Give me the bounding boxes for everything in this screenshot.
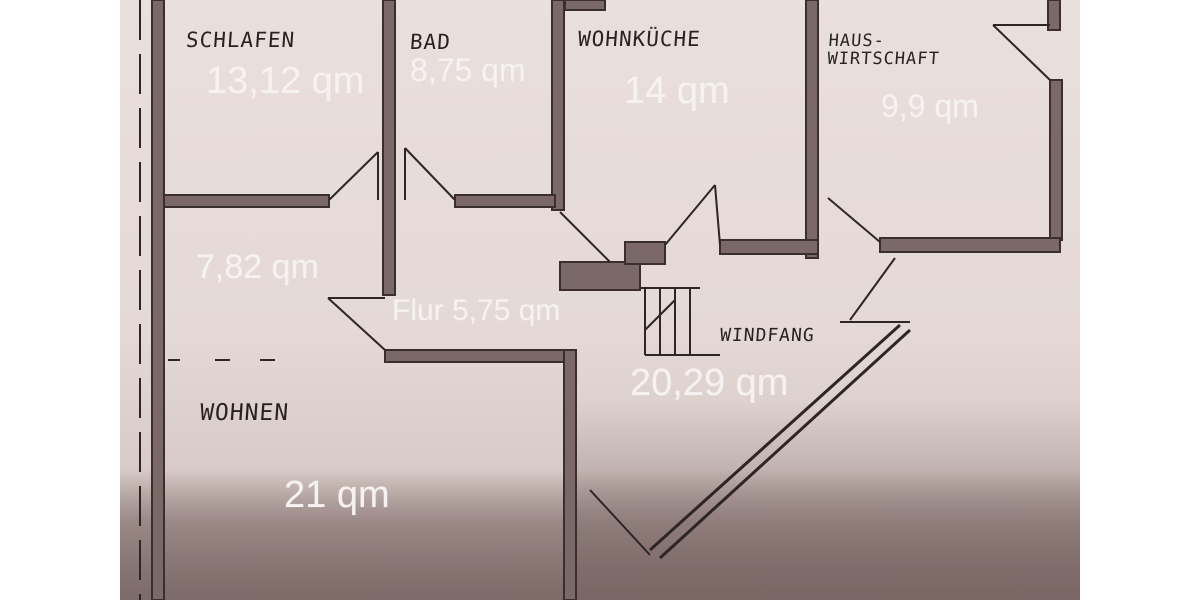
wall-hwr-bottom: [879, 237, 1061, 253]
room-label-wohnkueche: WOHNKÜCHE: [577, 27, 702, 51]
wall-hwr-right: [1049, 79, 1063, 241]
room-label-hauswirtschaft: HAUS- WIRTSCHAFT: [826, 31, 942, 69]
wall-bad-kueche: [551, 0, 565, 211]
wall-kueche-hwr: [805, 0, 819, 259]
wall-wohnen-top: [384, 349, 576, 363]
floorplan-photo: SCHLAFEN BAD WOHNKÜCHE HAUS- WIRTSCHAFT …: [120, 0, 1080, 600]
area-hauswirtschaft: 9,9 qm: [881, 88, 979, 124]
area-windfang: 20,29 qm: [630, 362, 789, 404]
wall-schlafen-bottom: [163, 194, 330, 208]
wall-bad-bottom: [454, 194, 556, 208]
shadow-overlay-right: [570, 400, 1080, 600]
room-label-hauswirtschaft-line1: HAUS-: [827, 31, 886, 51]
room-label-wohnen: WOHNEN: [199, 400, 291, 426]
area-flur: Flur 5,75 qm: [392, 294, 561, 327]
area-wohnkueche: 14 qm: [624, 70, 730, 112]
room-label-windfang: WINDFANG: [719, 325, 816, 346]
wall-schlafen-bad: [382, 0, 396, 296]
floorplan-drawing: [139, 0, 1063, 600]
room-label-bad: BAD: [409, 30, 452, 54]
wall-kueche-bottom: [719, 239, 819, 255]
area-zimmer: 7,82 qm: [196, 248, 319, 286]
room-label-schlafen: SCHLAFEN: [185, 28, 296, 52]
area-schlafen: 13,12 qm: [206, 60, 365, 102]
room-label-hauswirtschaft-line2: WIRTSCHAFT: [826, 49, 941, 69]
outer-wall-left: [151, 0, 165, 600]
wall-wohnen-right: [563, 349, 577, 600]
area-wohnen: 21 qm: [284, 474, 390, 516]
area-bad: 8,75 qm: [410, 52, 526, 88]
